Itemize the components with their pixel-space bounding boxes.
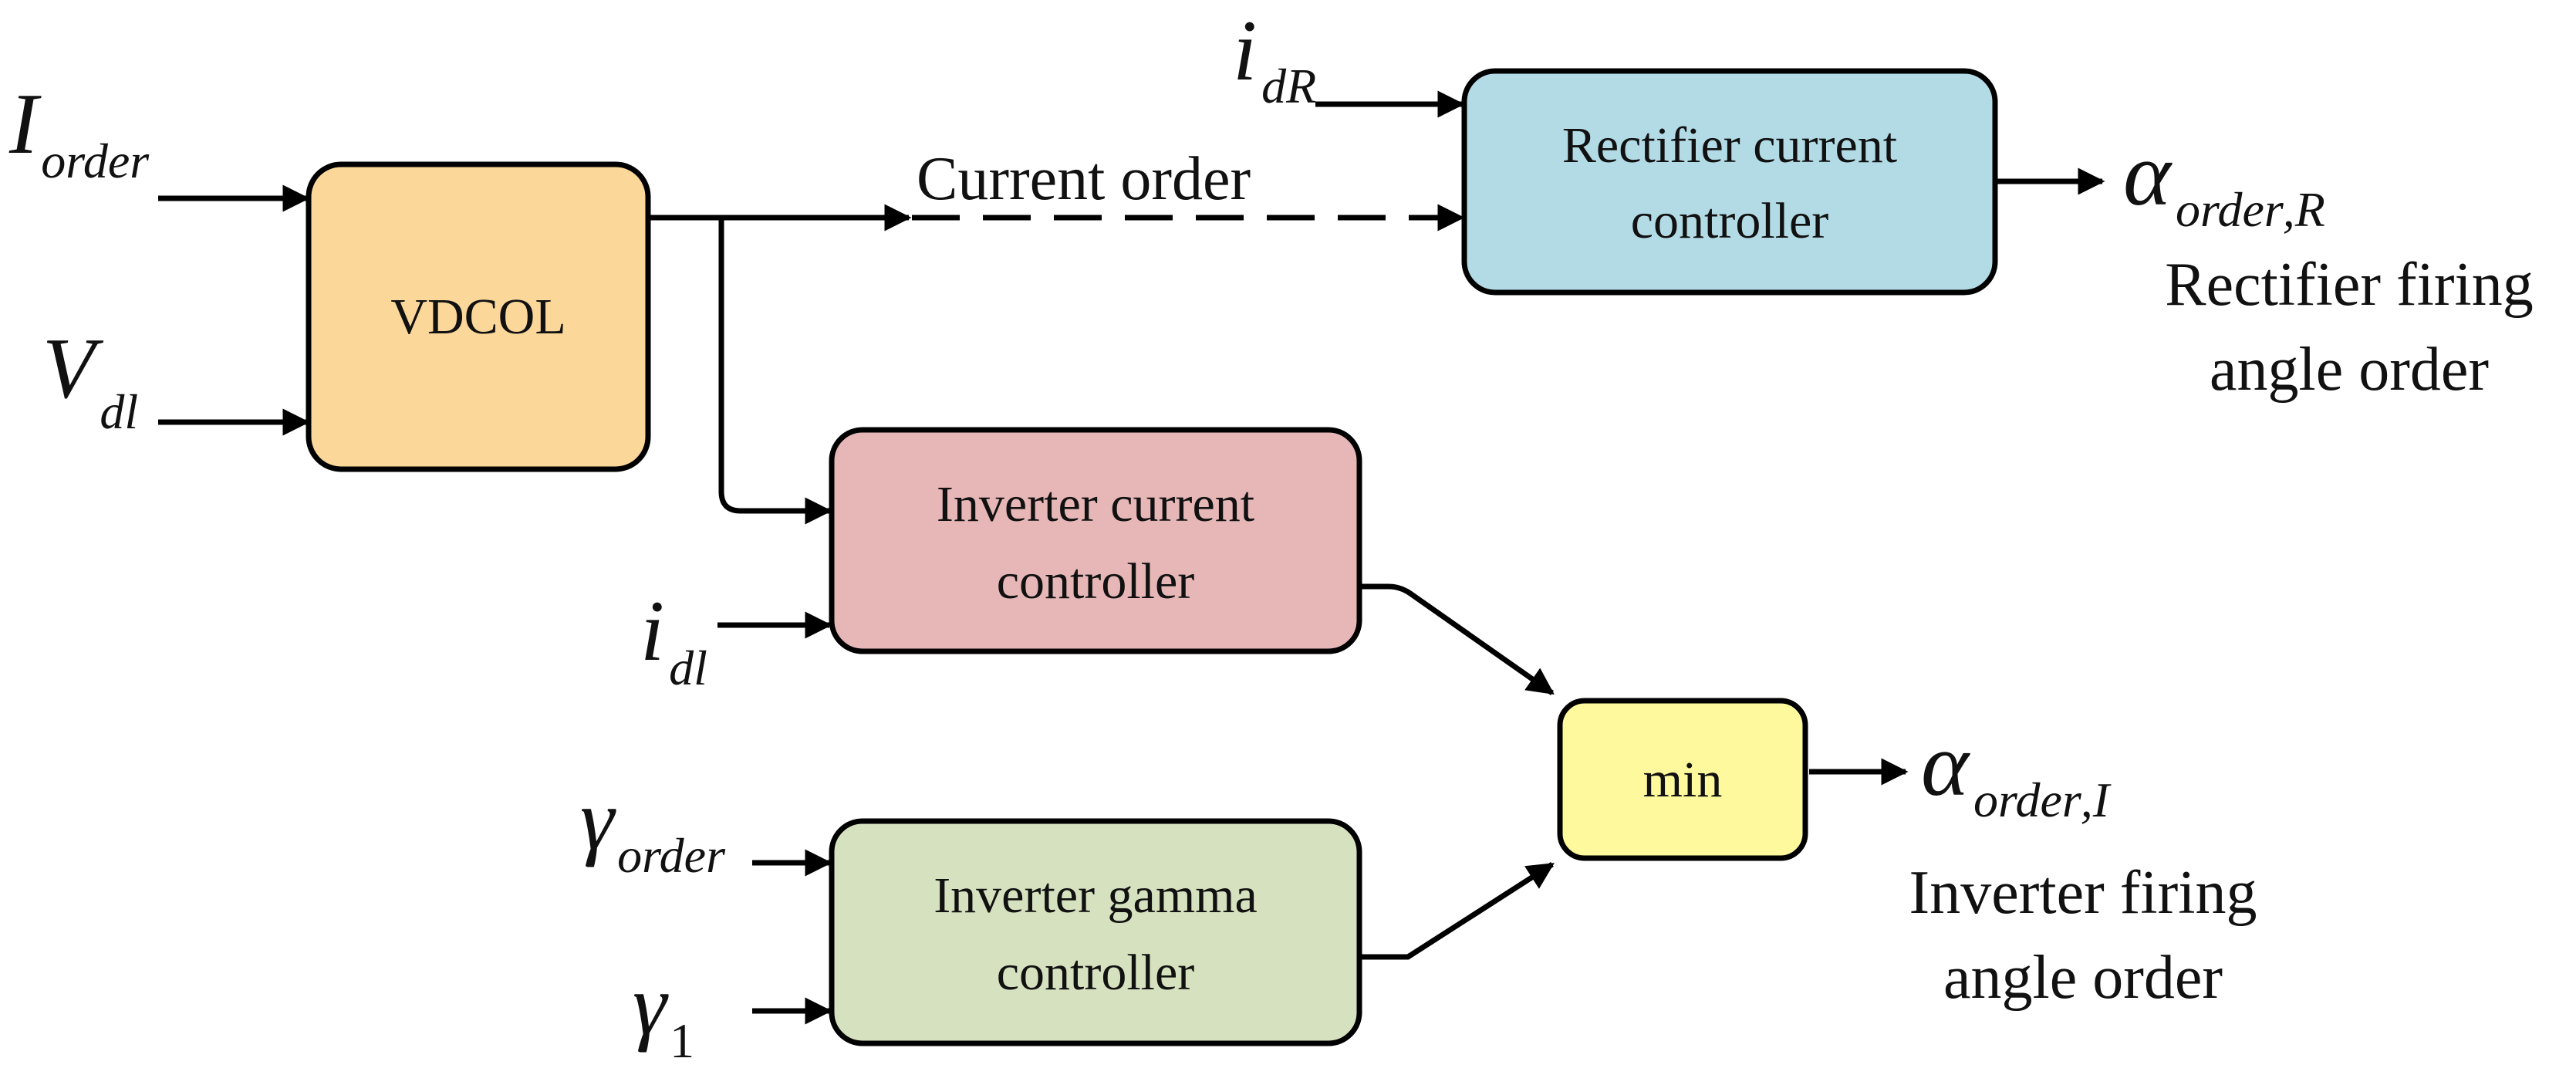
vdcol-block: VDCOL bbox=[306, 161, 651, 472]
rectifier-cc-label-line2: controller bbox=[1631, 193, 1829, 249]
connections bbox=[158, 90, 2105, 1025]
inverter-gc-label-line2: controller bbox=[997, 945, 1195, 1001]
i-dr-label: idR bbox=[1233, 3, 1316, 113]
gamma-order-label: γorder bbox=[580, 772, 726, 883]
inverter-cc-label-line1: Inverter current bbox=[937, 476, 1254, 532]
i-order-label: Iorder bbox=[8, 76, 150, 188]
branch-to-inverter-cc bbox=[718, 218, 832, 525]
rectifier-caption-line1: Rectifier firing bbox=[2165, 251, 2534, 319]
inverter-current-controller-block: Inverter current controller bbox=[829, 427, 1362, 654]
i-dl-label: idl bbox=[640, 583, 707, 695]
current-order-label: Current order bbox=[917, 145, 1251, 213]
inverter-cc-label-line2: controller bbox=[997, 553, 1195, 610]
inverter-gc-label-line1: Inverter gamma bbox=[934, 867, 1258, 924]
inverter-caption-line2: angle order bbox=[1943, 944, 2223, 1012]
alpha-r-label: αorder,R bbox=[2123, 123, 2325, 237]
rectifier-cc-label-line1: Rectifier current bbox=[1562, 117, 1897, 174]
min-label: min bbox=[1643, 752, 1723, 808]
inverter-cc-to-min bbox=[1362, 583, 1555, 695]
alpha-i-label: αorder,I bbox=[1921, 714, 2112, 827]
v-dl-label: Vdl bbox=[42, 321, 138, 439]
rectifier-current-controller-block: Rectifier current controller bbox=[1461, 68, 1998, 296]
vdcol-label: VDCOL bbox=[390, 289, 566, 345]
min-block: min bbox=[1557, 698, 1808, 861]
inverter-gamma-controller-block: Inverter gamma controller bbox=[829, 818, 1362, 1046]
rectifier-caption-line2: angle order bbox=[2210, 336, 2489, 404]
inverter-caption-line1: Inverter firing bbox=[1909, 859, 2257, 927]
inverter-gc-to-min bbox=[1362, 862, 1555, 960]
gamma-1-label: γ1 bbox=[633, 958, 694, 1068]
